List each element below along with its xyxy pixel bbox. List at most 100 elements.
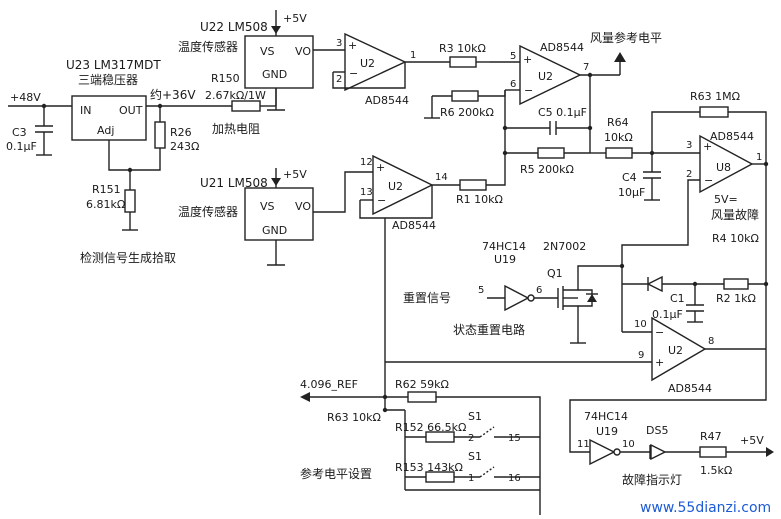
fault-indicator — [569, 350, 774, 466]
pin-6: 6 — [510, 79, 516, 90]
u22-gnd-pin: GND — [262, 68, 287, 81]
c5-label: C5 0.1μF — [538, 106, 587, 119]
u8-comparator — [590, 106, 769, 350]
c3-label: C3 — [12, 126, 27, 139]
u2-low-minus: − — [377, 194, 386, 207]
r3-label: R3 10kΩ — [439, 42, 486, 55]
pin-1: 1 — [410, 50, 416, 61]
r6-label: R6 200kΩ — [440, 106, 494, 119]
pin-8: 8 — [708, 336, 714, 347]
q1-label: Q1 — [547, 267, 563, 280]
r150-value: 2.67kΩ/1W — [205, 89, 266, 102]
c1-label: C1 — [670, 292, 685, 305]
u8-ad8544: AD8544 — [710, 130, 754, 143]
r63-bot-label: R63 10kΩ — [327, 411, 381, 424]
u2-reset-minus: − — [655, 326, 664, 339]
u22-temp-sensor — [244, 10, 345, 111]
r153-label: R153 143kΩ — [395, 461, 463, 474]
u2-reset-ad8544: AD8544 — [668, 382, 712, 395]
u2-reset-plus: + — [655, 356, 664, 369]
u2-mid-minus: − — [524, 84, 533, 97]
u23-name-label: 三端稳压器 — [78, 72, 138, 87]
pin-2: 2 — [336, 74, 342, 85]
r64-value: 10kΩ — [604, 131, 633, 144]
u23-adj-pin: Adj — [97, 124, 114, 137]
u2-low-label: U2 — [388, 180, 403, 193]
pin-10-u19: 10 — [622, 439, 635, 450]
u22-5v-label: +5V — [283, 12, 307, 25]
watermark: www.55dianzi.com — [640, 500, 771, 516]
r64-label: R64 — [607, 116, 629, 129]
pin-11: 11 — [577, 439, 590, 450]
u2-mid-ad8544: AD8544 — [540, 41, 584, 54]
u2-top-opamp — [332, 32, 490, 92]
reference-ladder — [300, 218, 541, 515]
pin-3-u8: 3 — [686, 140, 692, 151]
u22-vo-pin: VO — [295, 45, 311, 58]
approx-36v-label: 约+36V — [150, 87, 196, 102]
heater-label: 加热电阻 — [212, 122, 260, 136]
r151-value: 6.81kΩ — [86, 198, 125, 211]
pin-10: 10 — [634, 319, 647, 330]
r63-top-label: R63 1MΩ — [690, 90, 740, 103]
u21-sensor-label: 温度传感器 — [178, 204, 238, 219]
u2-mid-plus: + — [523, 53, 532, 66]
r150-label: R150 — [211, 72, 240, 85]
u23-regulator — [8, 88, 277, 231]
u23-out-pin: OUT — [119, 104, 143, 117]
u21-temp-sensor — [244, 168, 373, 266]
r151-label: R151 — [92, 183, 121, 196]
wind-fault-label: 风量故障 — [711, 207, 759, 222]
reset-circuit — [385, 263, 769, 382]
s1-pin-1: 1 — [468, 473, 474, 484]
u2-reset-label: U2 — [668, 344, 683, 357]
v48-label: +48V — [10, 91, 41, 104]
c4-label: C4 — [622, 171, 637, 184]
reset-signal-label: 重置信号 — [403, 291, 451, 305]
u2-top-label: U2 — [360, 57, 375, 70]
c3-value: 0.1μF — [6, 140, 37, 153]
pin-9: 9 — [638, 350, 644, 361]
s1-pin-15: 15 — [508, 433, 521, 444]
detect-signal-label: 检测信号生成拾取 — [80, 250, 176, 265]
pin-5: 5 — [510, 51, 516, 62]
ds5-label: DS5 — [646, 424, 668, 437]
s1-a-label: S1 — [468, 410, 482, 423]
pin-2-u8: 2 — [686, 169, 692, 180]
u2-top-minus: − — [349, 67, 358, 80]
u22-part-label: U22 LM508 — [200, 20, 268, 34]
q1-part-label: 2N7002 — [543, 240, 586, 253]
pin-13: 13 — [360, 187, 373, 198]
u21-vo-pin: VO — [295, 200, 311, 213]
pin-6-u19: 6 — [536, 285, 542, 296]
c4-value: 10μF — [618, 186, 645, 199]
ref-set-label: 参考电平设置 — [300, 466, 372, 481]
u2-low-plus: + — [376, 161, 385, 174]
fault-led-label: 故障指示灯 — [622, 472, 682, 487]
pin-12: 12 — [360, 157, 373, 168]
u2-mid-opamp — [424, 44, 626, 153]
r4-label: R4 10kΩ — [712, 232, 759, 245]
pin-1-u8: 1 — [756, 152, 762, 163]
r26-label: R26 — [170, 126, 192, 139]
pin-5-u19: 5 — [478, 285, 484, 296]
u2-top-ad8544: AD8544 — [365, 94, 409, 107]
r5-label: R5 200kΩ — [520, 163, 574, 176]
u22-vs-pin: VS — [260, 45, 275, 58]
u8-label: U8 — [716, 161, 731, 174]
hc14-top-label: 74HC14 — [482, 240, 526, 253]
r47-value: 1.5kΩ — [700, 464, 732, 477]
u2-top-plus: + — [348, 39, 357, 52]
u21-vs-pin: VS — [260, 200, 275, 213]
s1-b-label: S1 — [468, 450, 482, 463]
u2-low-ad8544: AD8544 — [392, 219, 436, 232]
u8-plus: + — [703, 140, 712, 153]
u2-mid-label: U2 — [538, 70, 553, 83]
ref4096-label: 4.096_REF — [300, 378, 358, 391]
pin-3: 3 — [336, 38, 342, 49]
r2-label: R2 1kΩ — [716, 292, 756, 305]
u8-minus: − — [704, 174, 713, 187]
s1-pin-16: 16 — [508, 473, 521, 484]
r26-value: 243Ω — [170, 140, 199, 153]
